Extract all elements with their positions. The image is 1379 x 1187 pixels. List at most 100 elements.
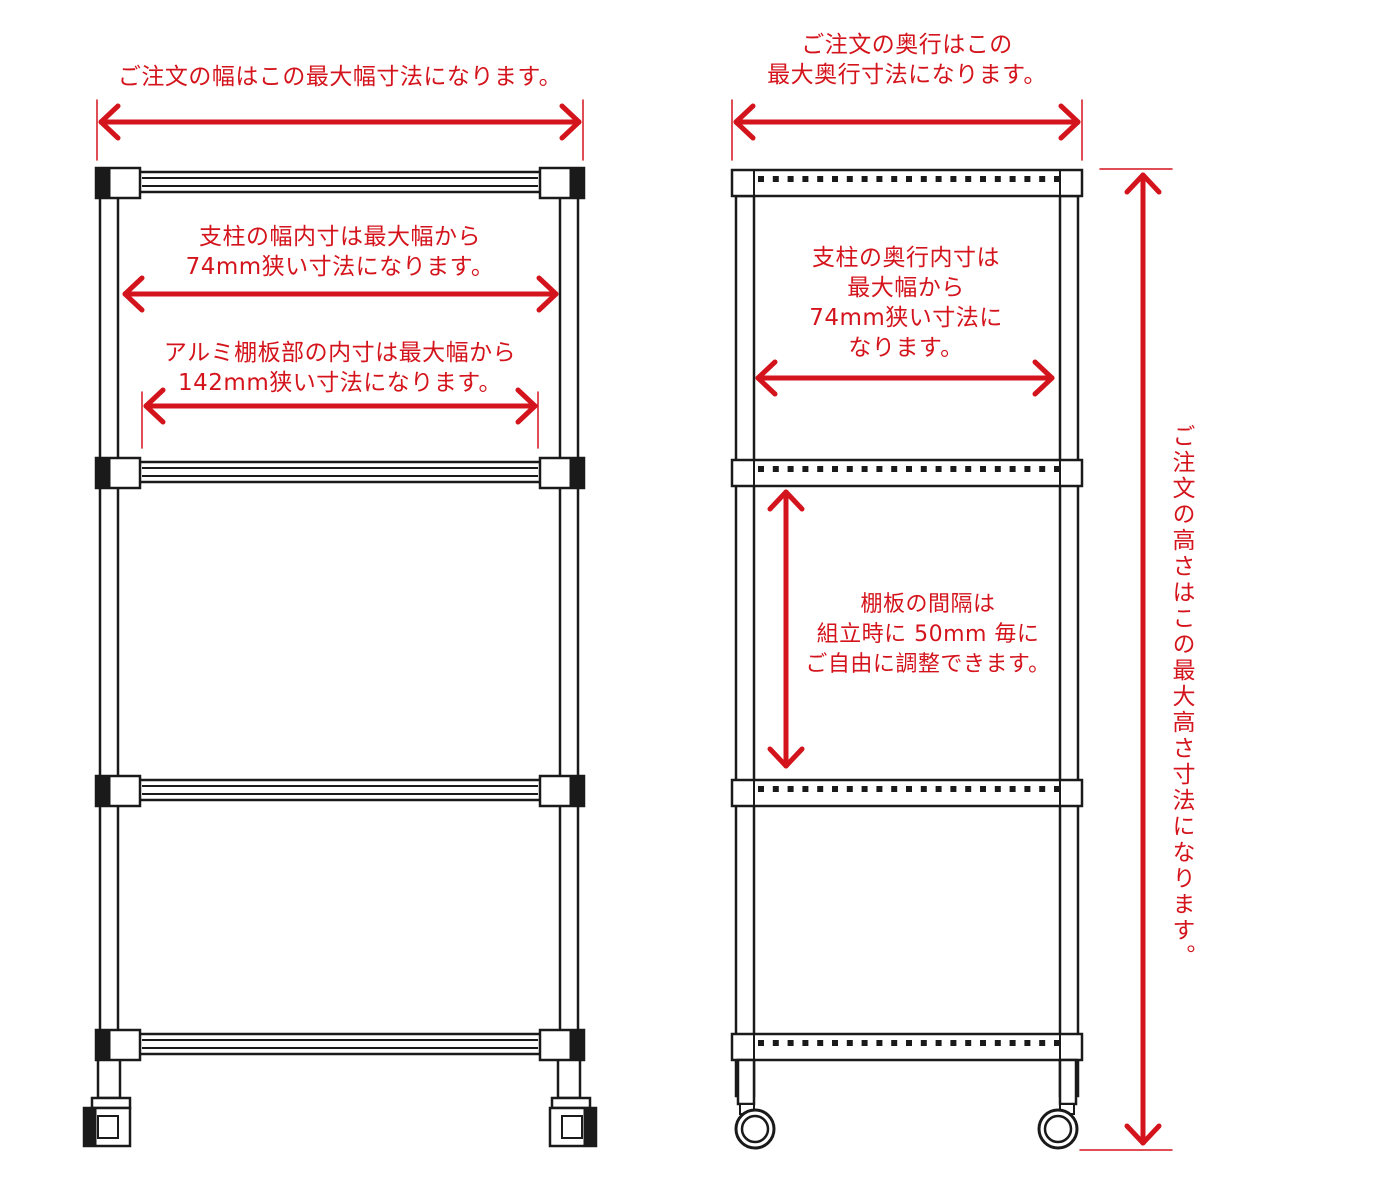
- adjustment-hole: [980, 1040, 986, 1046]
- front-joints: [94, 166, 586, 1062]
- adjustment-hole: [772, 176, 779, 182]
- adjustment-hole: [861, 1040, 868, 1046]
- adjustment-hole: [758, 786, 764, 792]
- right-post: [558, 176, 580, 1098]
- side-shelf-2: [730, 458, 1084, 488]
- arrow-width-alu: [143, 387, 538, 425]
- side-caster-right: [1037, 1058, 1079, 1150]
- adjustment-hole: [935, 176, 942, 182]
- adjustment-hole: [1039, 786, 1046, 792]
- adjustment-hole: [876, 176, 883, 182]
- left-post: [98, 176, 120, 1098]
- label-depth-post-line1: 支柱の奥行内寸は: [812, 245, 1000, 271]
- label-width-post: 支柱の幅内寸は最大幅から 74mm狭い寸法になります。: [120, 222, 560, 282]
- side-shelf-4: [730, 1032, 1084, 1062]
- side-left-post: [734, 194, 756, 1098]
- adjustment-hole: [1054, 786, 1060, 792]
- arrow-width-post: [122, 275, 559, 313]
- dimension-lines: [96, 99, 1173, 1151]
- adjustment-hole: [1039, 466, 1046, 472]
- side-shelf-3: [730, 778, 1084, 808]
- adjustment-hole: [1054, 176, 1060, 182]
- front-caster-right: [548, 1096, 598, 1148]
- adjustment-hole: [1054, 1040, 1060, 1046]
- adjustment-hole: [832, 176, 838, 182]
- adjustment-hole: [1009, 786, 1016, 792]
- shelf-adjustment-holes: [758, 176, 1060, 1046]
- adjustment-hole: [1024, 466, 1031, 472]
- adjustment-hole: [891, 1040, 898, 1046]
- adjustment-hole: [920, 1040, 927, 1046]
- label-width-alu-line1: アルミ棚板部の内寸は最大幅から: [163, 340, 517, 366]
- adjustment-hole: [772, 466, 779, 472]
- adjustment-hole: [891, 466, 898, 472]
- adjustment-hole: [994, 466, 1001, 472]
- adjustment-hole: [891, 786, 898, 792]
- adjustment-hole: [817, 176, 824, 182]
- label-depth-max-line1: ご注文の奥行はこの: [801, 32, 1013, 58]
- arrow-width-max: [98, 103, 582, 141]
- adjustment-hole: [980, 176, 986, 182]
- adjustment-hole: [1009, 176, 1016, 182]
- adjustment-hole: [935, 466, 942, 472]
- adjustment-hole: [861, 786, 868, 792]
- adjustment-hole: [802, 786, 809, 792]
- label-height-max: ご注文の高さはこの最大高さ寸法になります。: [1168, 424, 1194, 970]
- label-width-alu-line2: 142mm狭い寸法になります。: [178, 370, 502, 396]
- arrow-depth-max: [733, 103, 1081, 141]
- label-depth-max-line2: 最大奥行寸法になります。: [767, 62, 1047, 88]
- adjustment-hole: [906, 466, 912, 472]
- adjustment-hole: [832, 786, 838, 792]
- label-width-alu: アルミ棚板部の内寸は最大幅から 142mm狭い寸法になります。: [120, 338, 560, 398]
- arrow-depth-post: [755, 359, 1055, 397]
- adjustment-hole: [846, 1040, 853, 1046]
- adjustment-hole: [787, 1040, 794, 1046]
- adjustment-hole: [935, 786, 942, 792]
- adjustment-hole: [846, 786, 853, 792]
- adjustment-hole: [1024, 176, 1031, 182]
- front-shelf-1: [118, 170, 562, 194]
- adjustment-hole: [980, 466, 986, 472]
- label-spacing-line3: ご自由に調整できます。: [805, 652, 1051, 677]
- side-view-shelf: [730, 168, 1084, 1150]
- adjustment-hole: [950, 466, 957, 472]
- adjustment-hole: [1039, 1040, 1046, 1046]
- adjustment-hole: [802, 176, 809, 182]
- adjustment-hole: [817, 786, 824, 792]
- adjustment-hole: [994, 176, 1001, 182]
- arrow-shelf-spacing: [767, 489, 805, 769]
- adjustment-hole: [758, 466, 764, 472]
- label-width-post-line2: 74mm狭い寸法になります。: [185, 254, 495, 280]
- adjustment-hole: [891, 176, 898, 182]
- adjustment-hole: [965, 466, 972, 472]
- adjustment-hole: [861, 466, 868, 472]
- adjustment-hole: [1024, 1040, 1031, 1046]
- adjustment-hole: [1009, 1040, 1016, 1046]
- adjustment-hole: [920, 466, 927, 472]
- front-view-shelf: [82, 166, 598, 1148]
- adjustment-hole: [994, 786, 1001, 792]
- label-width-post-line1: 支柱の幅内寸は最大幅から: [199, 224, 481, 250]
- adjustment-hole: [832, 466, 838, 472]
- adjustment-hole: [1039, 176, 1046, 182]
- adjustment-hole: [861, 176, 868, 182]
- adjustment-hole: [802, 1040, 809, 1046]
- adjustment-hole: [817, 466, 824, 472]
- adjustment-hole: [920, 786, 927, 792]
- adjustment-hole: [876, 1040, 883, 1046]
- front-shelf-2: [118, 460, 562, 484]
- label-spacing-line2: 組立時に 50mm 毎に: [816, 622, 1040, 647]
- adjustment-hole: [920, 176, 927, 182]
- adjustment-hole: [772, 786, 779, 792]
- label-depth-post-line2: 最大幅から: [847, 275, 965, 301]
- adjustment-hole: [758, 176, 764, 182]
- adjustment-hole: [787, 786, 794, 792]
- adjustment-hole: [965, 176, 972, 182]
- adjustment-hole: [950, 176, 957, 182]
- adjustment-hole: [965, 786, 972, 792]
- label-depth-post-line3: 74mm狭い寸法に: [809, 305, 1003, 331]
- adjustment-hole: [1009, 466, 1016, 472]
- label-width-max: ご注文の幅はこの最大幅寸法になります。: [117, 64, 563, 90]
- adjustment-hole: [758, 1040, 764, 1046]
